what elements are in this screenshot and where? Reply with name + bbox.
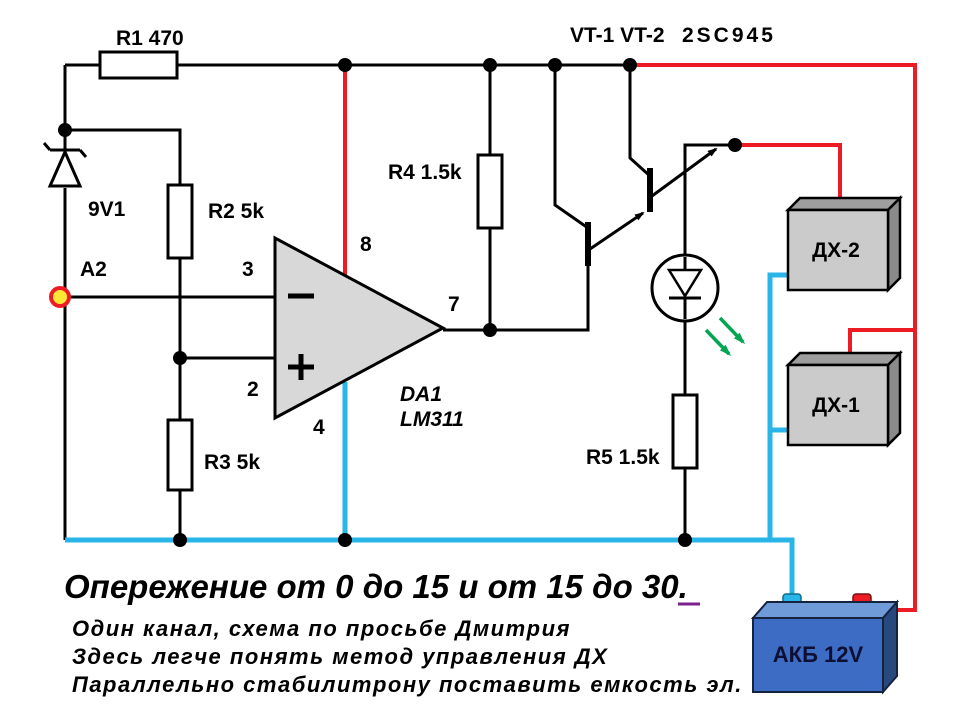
junction-dot	[483, 323, 497, 337]
plus-symbol	[288, 354, 314, 380]
junction-dot	[623, 58, 637, 72]
ground-rail-cyan	[65, 537, 795, 596]
pin8-label: 8	[360, 233, 372, 256]
dx2-label: ДХ-2	[812, 239, 860, 262]
junction-dots	[58, 58, 742, 547]
dx1-front-face	[786, 363, 890, 447]
r5-label: R5 1.5k	[586, 446, 660, 469]
r4-label: R4 1.5k	[388, 161, 462, 184]
note-line-2: Здесь легче понять метод управления ДХ	[72, 644, 608, 669]
wire-vt2-collector	[628, 65, 652, 178]
wire-vt1-collector	[553, 65, 589, 230]
battery-label: АКБ 12V	[773, 642, 864, 667]
r1-label: R1 470	[116, 27, 184, 50]
resistor-r3	[166, 418, 194, 492]
vt-label: VT-1 VT-2	[570, 24, 665, 47]
opamp-part-label: LM311	[400, 408, 464, 431]
wire-ref-to-r2	[65, 128, 182, 185]
junction-dot	[678, 533, 692, 547]
led-bar	[669, 257, 701, 319]
black-wires	[63, 63, 735, 540]
wire-to-hall2	[735, 143, 842, 200]
led-light-arrow-1	[704, 328, 732, 357]
junction-dot	[173, 533, 187, 547]
a2-label: A2	[80, 258, 107, 281]
vt1-emitter	[589, 211, 645, 251]
opamp-name-label: DA1	[400, 383, 442, 406]
hall-sensor-dx1: ДХ-1	[784, 349, 904, 449]
junction-dot	[548, 58, 562, 72]
wire-to-hall1	[848, 328, 915, 356]
hall-sensor-dx2: ДХ-2	[784, 194, 904, 294]
junction-dot	[338, 533, 352, 547]
junction-dot	[58, 123, 72, 137]
headline-text: Опережение от 0 до 15 и от 15 до 30.	[64, 568, 688, 605]
vt2-emitter	[651, 147, 718, 198]
resistor-r5	[671, 393, 699, 470]
pin4-label: 4	[313, 416, 325, 439]
resistor-r4	[476, 153, 504, 230]
led-light-arrow-2	[718, 316, 746, 345]
battery-12v: АКБ 12V	[750, 593, 900, 695]
battery-side-face	[882, 599, 898, 695]
led	[650, 253, 746, 357]
wire-node-to-led	[683, 143, 735, 255]
resistor-r1	[98, 50, 179, 80]
input-terminal-a2	[49, 286, 71, 308]
transistor-vt2	[647, 147, 718, 212]
transistor-vt1	[585, 211, 645, 266]
junction-dot	[728, 138, 742, 152]
cyan-wires	[65, 272, 795, 596]
dx1-side-face	[886, 349, 902, 449]
opamp-da1	[273, 235, 447, 421]
ground-to-hall2	[767, 272, 788, 540]
zener-diode	[42, 142, 88, 188]
pin2-label: 2	[247, 378, 259, 401]
dx2-side-face	[886, 194, 902, 294]
opamp-triangle	[273, 235, 447, 421]
junction-dot	[483, 58, 497, 72]
dx2-front-face	[786, 208, 890, 292]
dx1-top-face	[784, 351, 904, 367]
dx1-label: ДХ-1	[812, 394, 860, 417]
junction-dot	[173, 351, 187, 365]
zener-label: 9V1	[88, 198, 126, 221]
zener-anode-triangle	[47, 148, 83, 188]
r3-label: R3 5k	[204, 451, 260, 474]
pin3-label: 3	[242, 258, 254, 281]
note-line-3: Параллельно стабилитрону поставить емкос…	[72, 672, 743, 697]
note-line-1: Один канал, схема по просьбе Дмитрия	[72, 616, 571, 641]
junction-dot	[338, 58, 352, 72]
battery-top-face	[750, 601, 900, 619]
battery-front-face	[752, 617, 884, 693]
resistor-r2	[166, 183, 194, 260]
vt-part-label: 2SC945	[682, 24, 776, 47]
r2-label: R2 5k	[208, 200, 264, 223]
dx2-top-face	[784, 196, 904, 212]
pin7-label: 7	[448, 293, 460, 316]
